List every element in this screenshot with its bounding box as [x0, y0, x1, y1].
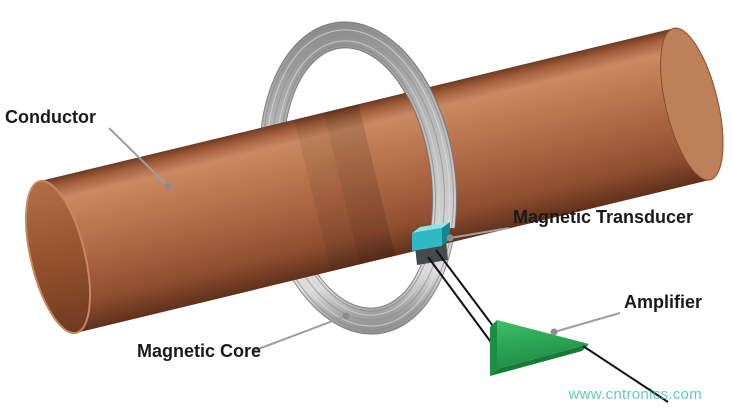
magnetic-core-ring-front	[398, 21, 458, 228]
magnetic-transducer-chip	[412, 222, 450, 251]
core-striation-front	[398, 40, 441, 228]
leader-dot-magnetic-transducer	[446, 234, 454, 242]
leader-dot-amplifier	[550, 328, 558, 336]
conductor-cylinder	[25, 27, 724, 335]
amplifier-left-face	[490, 320, 497, 376]
leader-dots	[164, 182, 558, 336]
leader-dot-magnetic-core	[342, 312, 350, 320]
core-inner-edge-front	[398, 47, 434, 228]
wire-input-lower	[427, 256, 500, 354]
core-outer-edge-front	[398, 21, 458, 228]
conductor-right-cap	[660, 27, 724, 181]
watermark-text: www.cntronics.com	[568, 386, 702, 403]
amplifier-bottom-face	[490, 344, 589, 376]
leader-dot-conductor	[164, 182, 172, 190]
core-front-band	[398, 22, 457, 228]
leader-line-amplifier	[553, 312, 621, 333]
wire-output	[582, 345, 669, 403]
leader-line-magnetic-core	[252, 315, 347, 352]
amplifier-main-face	[497, 320, 589, 369]
label-conductor: Conductor	[5, 107, 96, 127]
core-striation-front	[398, 25, 454, 228]
leader-lines	[108, 127, 621, 352]
transducer-top-face	[412, 222, 450, 233]
core-shadow	[323, 104, 396, 265]
label-magnetic-core: Magnetic Core	[137, 341, 261, 361]
label-magnetic-transducer: Magnetic Transducer	[513, 207, 693, 227]
conductor-left-cap	[25, 179, 91, 335]
transducer-front-face	[412, 228, 442, 251]
leader-line-magnetic-transducer	[449, 227, 510, 239]
conductor-body	[39, 28, 711, 333]
core-striation-front	[398, 35, 445, 228]
core-striation-front	[398, 29, 451, 228]
wire-input-upper	[435, 249, 500, 335]
leader-line-conductor	[108, 127, 169, 187]
amplifier-wedge	[490, 320, 589, 376]
core-striation-front	[398, 44, 437, 228]
label-amplifier: Amplifier	[624, 292, 702, 312]
core-shadow	[294, 112, 361, 272]
